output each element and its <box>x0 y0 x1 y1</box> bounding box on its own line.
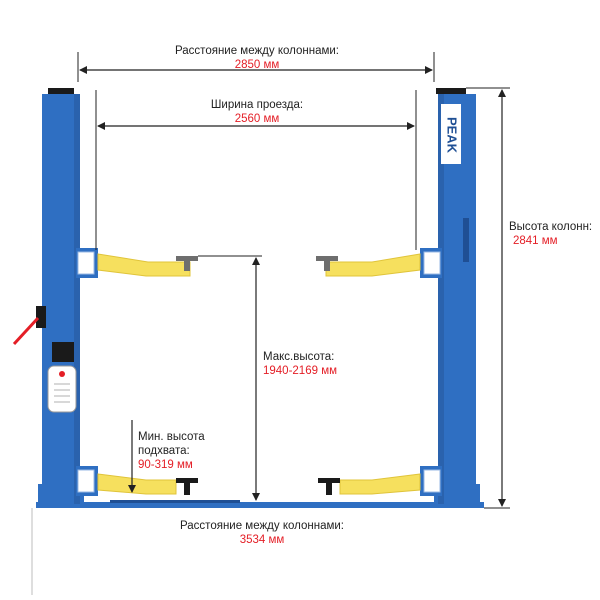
column-height-value: 2841 мм <box>513 235 558 247</box>
max-height-value: 1940-2169 мм <box>263 365 338 377</box>
right-arm-raised <box>316 253 421 277</box>
left-arm-lowered <box>97 473 198 495</box>
dimension-column-distance-top <box>77 52 435 82</box>
release-lever <box>12 306 46 346</box>
dimension-max-height <box>198 255 262 501</box>
column-distance-bottom-label: Расстояние между колоннами: <box>180 520 344 532</box>
dimension-drive-through <box>95 90 417 250</box>
column-distance-top-value: 2850 мм <box>234 59 280 71</box>
drive-through-value: 2560 мм <box>234 113 280 125</box>
dimension-column-height <box>466 87 510 509</box>
right-arm-lowered <box>318 473 421 495</box>
floor-base <box>31 500 484 595</box>
column-distance-bottom-value: 3534 мм <box>239 534 285 546</box>
column-height-label: Высота колонн: <box>509 221 593 233</box>
min-pickup-label-line1: Мин. высота <box>138 431 205 443</box>
brand-logo-text: PEAK <box>445 117 460 154</box>
max-height-label: Макс.высота: <box>263 351 335 363</box>
right-column <box>420 88 480 504</box>
min-pickup-label-line2: подхвата: <box>138 445 190 457</box>
brand-logo: PEAK <box>441 108 461 162</box>
control-box <box>47 342 77 413</box>
left-column <box>38 88 98 504</box>
column-distance-top-label: Расстояние между колоннами: <box>175 45 339 57</box>
drive-through-label: Ширина проезда: <box>210 99 304 111</box>
min-pickup-value: 90-319 мм <box>138 459 193 471</box>
left-arm-raised <box>97 253 198 277</box>
